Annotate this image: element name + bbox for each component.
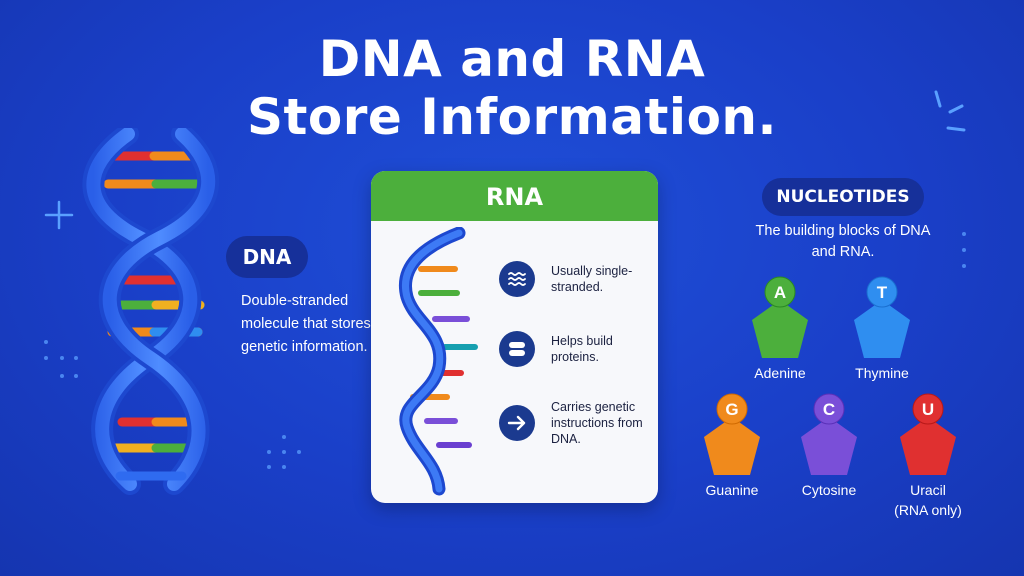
rna-strand-illustration	[399, 227, 478, 496]
nucleotide-letter: T	[877, 283, 888, 302]
nucleotide-shape: A	[752, 276, 808, 358]
nucleotide-shape: C	[801, 393, 857, 475]
nucleotide-uracil: U Uracil (RNA only)	[878, 393, 978, 519]
dots-decoration	[962, 232, 966, 268]
nucleotide-note: (RNA only)	[894, 502, 962, 518]
nucleotide-letter: C	[823, 400, 835, 419]
nucleotides-badge: NUCLEOTIDES	[762, 178, 924, 216]
dna-double-helix-illustration	[82, 128, 220, 495]
rna-card-header: RNA	[371, 171, 658, 221]
nucleotide-cytosine: C Cytosine	[779, 393, 879, 499]
accent-lines-icon	[934, 90, 966, 132]
nucleotides-description: The building blocks of DNA and RNA.	[755, 223, 931, 260]
dots-decoration	[44, 340, 78, 378]
nucleotide-name: Adenine	[754, 365, 806, 381]
nucleotide-thymine: T Thymine	[832, 276, 932, 382]
waves-icon	[499, 261, 535, 297]
dots-decoration	[267, 435, 301, 469]
arrow-right-icon	[499, 405, 535, 441]
dna-badge: DNA	[226, 236, 308, 278]
title-line-2: Store Information.	[246, 88, 778, 146]
title-line-1: DNA and RNA	[318, 30, 706, 88]
nucleotide-letter: A	[774, 283, 786, 302]
page-title: DNA and RNA Store Information.	[0, 30, 1024, 146]
nucleotide-name: Thymine	[855, 365, 909, 381]
nucleotide-adenine: A Adenine	[730, 276, 830, 382]
rna-feature-text: Usually single-stranded.	[551, 264, 633, 294]
rna-feature-text: Helps build proteins.	[551, 334, 613, 364]
nucleotide-name: Cytosine	[801, 482, 857, 498]
nucleotide-guanine: G Guanine	[682, 393, 782, 499]
nucleotide-name: Uracil	[910, 482, 946, 498]
nucleotide-shape: U	[900, 393, 956, 475]
sparkle-icon	[44, 200, 74, 230]
rna-card: RNA Usually single-stranded.	[371, 171, 658, 503]
rna-feature-text: Carries genetic instructions from DNA.	[551, 400, 643, 446]
nucleotide-shape: T	[854, 276, 910, 358]
nucleotide-shape: G	[704, 393, 760, 475]
dna-description: Double-stranded molecule that stores gen…	[241, 293, 371, 355]
nucleotide-letter: U	[922, 400, 934, 419]
nucleotide-name: Guanine	[705, 482, 759, 498]
nucleotide-letter: G	[725, 400, 738, 419]
protein-icon	[499, 331, 535, 367]
